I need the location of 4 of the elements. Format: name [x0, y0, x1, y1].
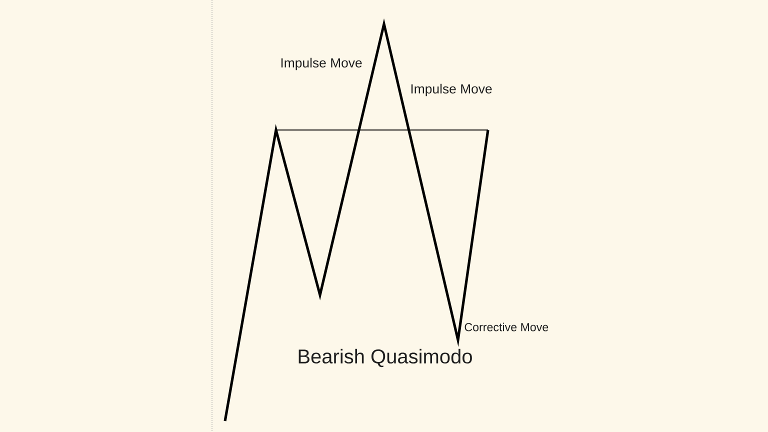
- move-label: Corrective Move: [464, 322, 548, 332]
- caption: Bearish Quasimodo: [298, 348, 472, 368]
- move-label: Impulse Move: [281, 58, 362, 70]
- move-label: Impulse Move: [411, 84, 492, 96]
